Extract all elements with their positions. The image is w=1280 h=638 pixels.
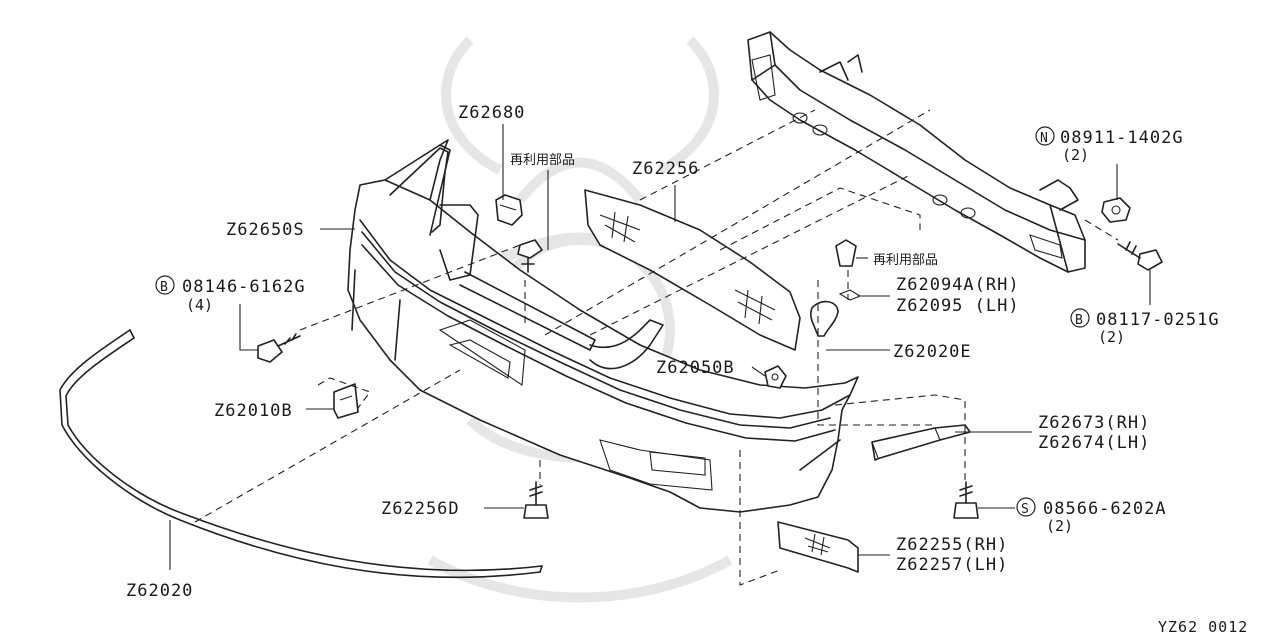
bumper-reinforcement [747, 31, 1086, 273]
label-z62650s[interactable]: Z62650S [226, 220, 305, 240]
label-z62257[interactable]: Z62257(LH) [896, 555, 1008, 575]
label-z62256[interactable]: Z62256 [632, 159, 699, 179]
label-z62020e[interactable]: Z62020E [893, 342, 972, 362]
nut-08911 [1101, 197, 1131, 223]
clip-z62050b [764, 365, 787, 389]
label-08117[interactable]: 08117-0251G [1096, 310, 1220, 330]
label-z62674[interactable]: Z62674(LH) [1038, 433, 1150, 453]
bolt-08146 [257, 333, 301, 363]
label-08911[interactable]: 08911-1402G [1060, 128, 1184, 148]
qty-08566: (2) [1046, 517, 1073, 535]
bolt-z62256d [523, 481, 549, 519]
prefix-b-08117: B [1075, 313, 1084, 328]
label-z62050b[interactable]: Z62050B [656, 358, 735, 378]
label-z62094a[interactable]: Z62094A(RH) [896, 275, 1020, 295]
circle-s-icon [1016, 497, 1036, 517]
bolt-08117 [1117, 241, 1163, 271]
qty-08146: (4) [186, 296, 213, 314]
label-z62680[interactable]: Z62680 [458, 103, 525, 123]
label-z62256d[interactable]: Z62256D [381, 499, 460, 519]
diagram-id: YZ62 0012 [1158, 618, 1248, 636]
grommet-z62020e [810, 300, 839, 337]
bracket-z62010b [333, 383, 359, 419]
lip-strip-z62020 [59, 329, 543, 579]
label-z62095[interactable]: Z62095 (LH) [896, 296, 1020, 316]
leader-lines [169, 124, 1151, 570]
push-pin-clip [517, 239, 543, 273]
circle-b-icon [155, 275, 175, 295]
shield-z62256 [584, 189, 801, 351]
qty-08117: (2) [1098, 328, 1125, 346]
reuse-note-2: 再利用部品 [873, 253, 938, 268]
bracket-z62650s [389, 147, 449, 233]
bolt-08566 [953, 481, 979, 519]
circle-n-icon [1035, 126, 1055, 146]
label-z62010b[interactable]: Z62010B [214, 401, 293, 421]
circle-b-icon-2 [1070, 308, 1090, 328]
clip-z62094a [835, 239, 862, 301]
reuse-note-1: 再利用部品 [510, 153, 575, 168]
shield-z62255 [777, 521, 859, 573]
retainer-z62673 [871, 424, 971, 461]
bumper-fascia [347, 139, 859, 513]
label-z62673[interactable]: Z62673(RH) [1038, 413, 1150, 433]
qty-08911: (2) [1062, 146, 1089, 164]
label-z62020[interactable]: Z62020 [126, 581, 193, 601]
clip-z62680 [495, 194, 523, 226]
label-z62255[interactable]: Z62255(RH) [896, 535, 1008, 555]
label-08146[interactable]: 08146-6162G [182, 277, 306, 297]
label-08566[interactable]: 08566-6202A [1043, 499, 1167, 519]
prefix-n-08911: N [1040, 131, 1049, 146]
alignment-lines [194, 109, 1119, 586]
prefix-b-08146: B [160, 280, 169, 295]
prefix-s-08566: S [1021, 502, 1030, 517]
